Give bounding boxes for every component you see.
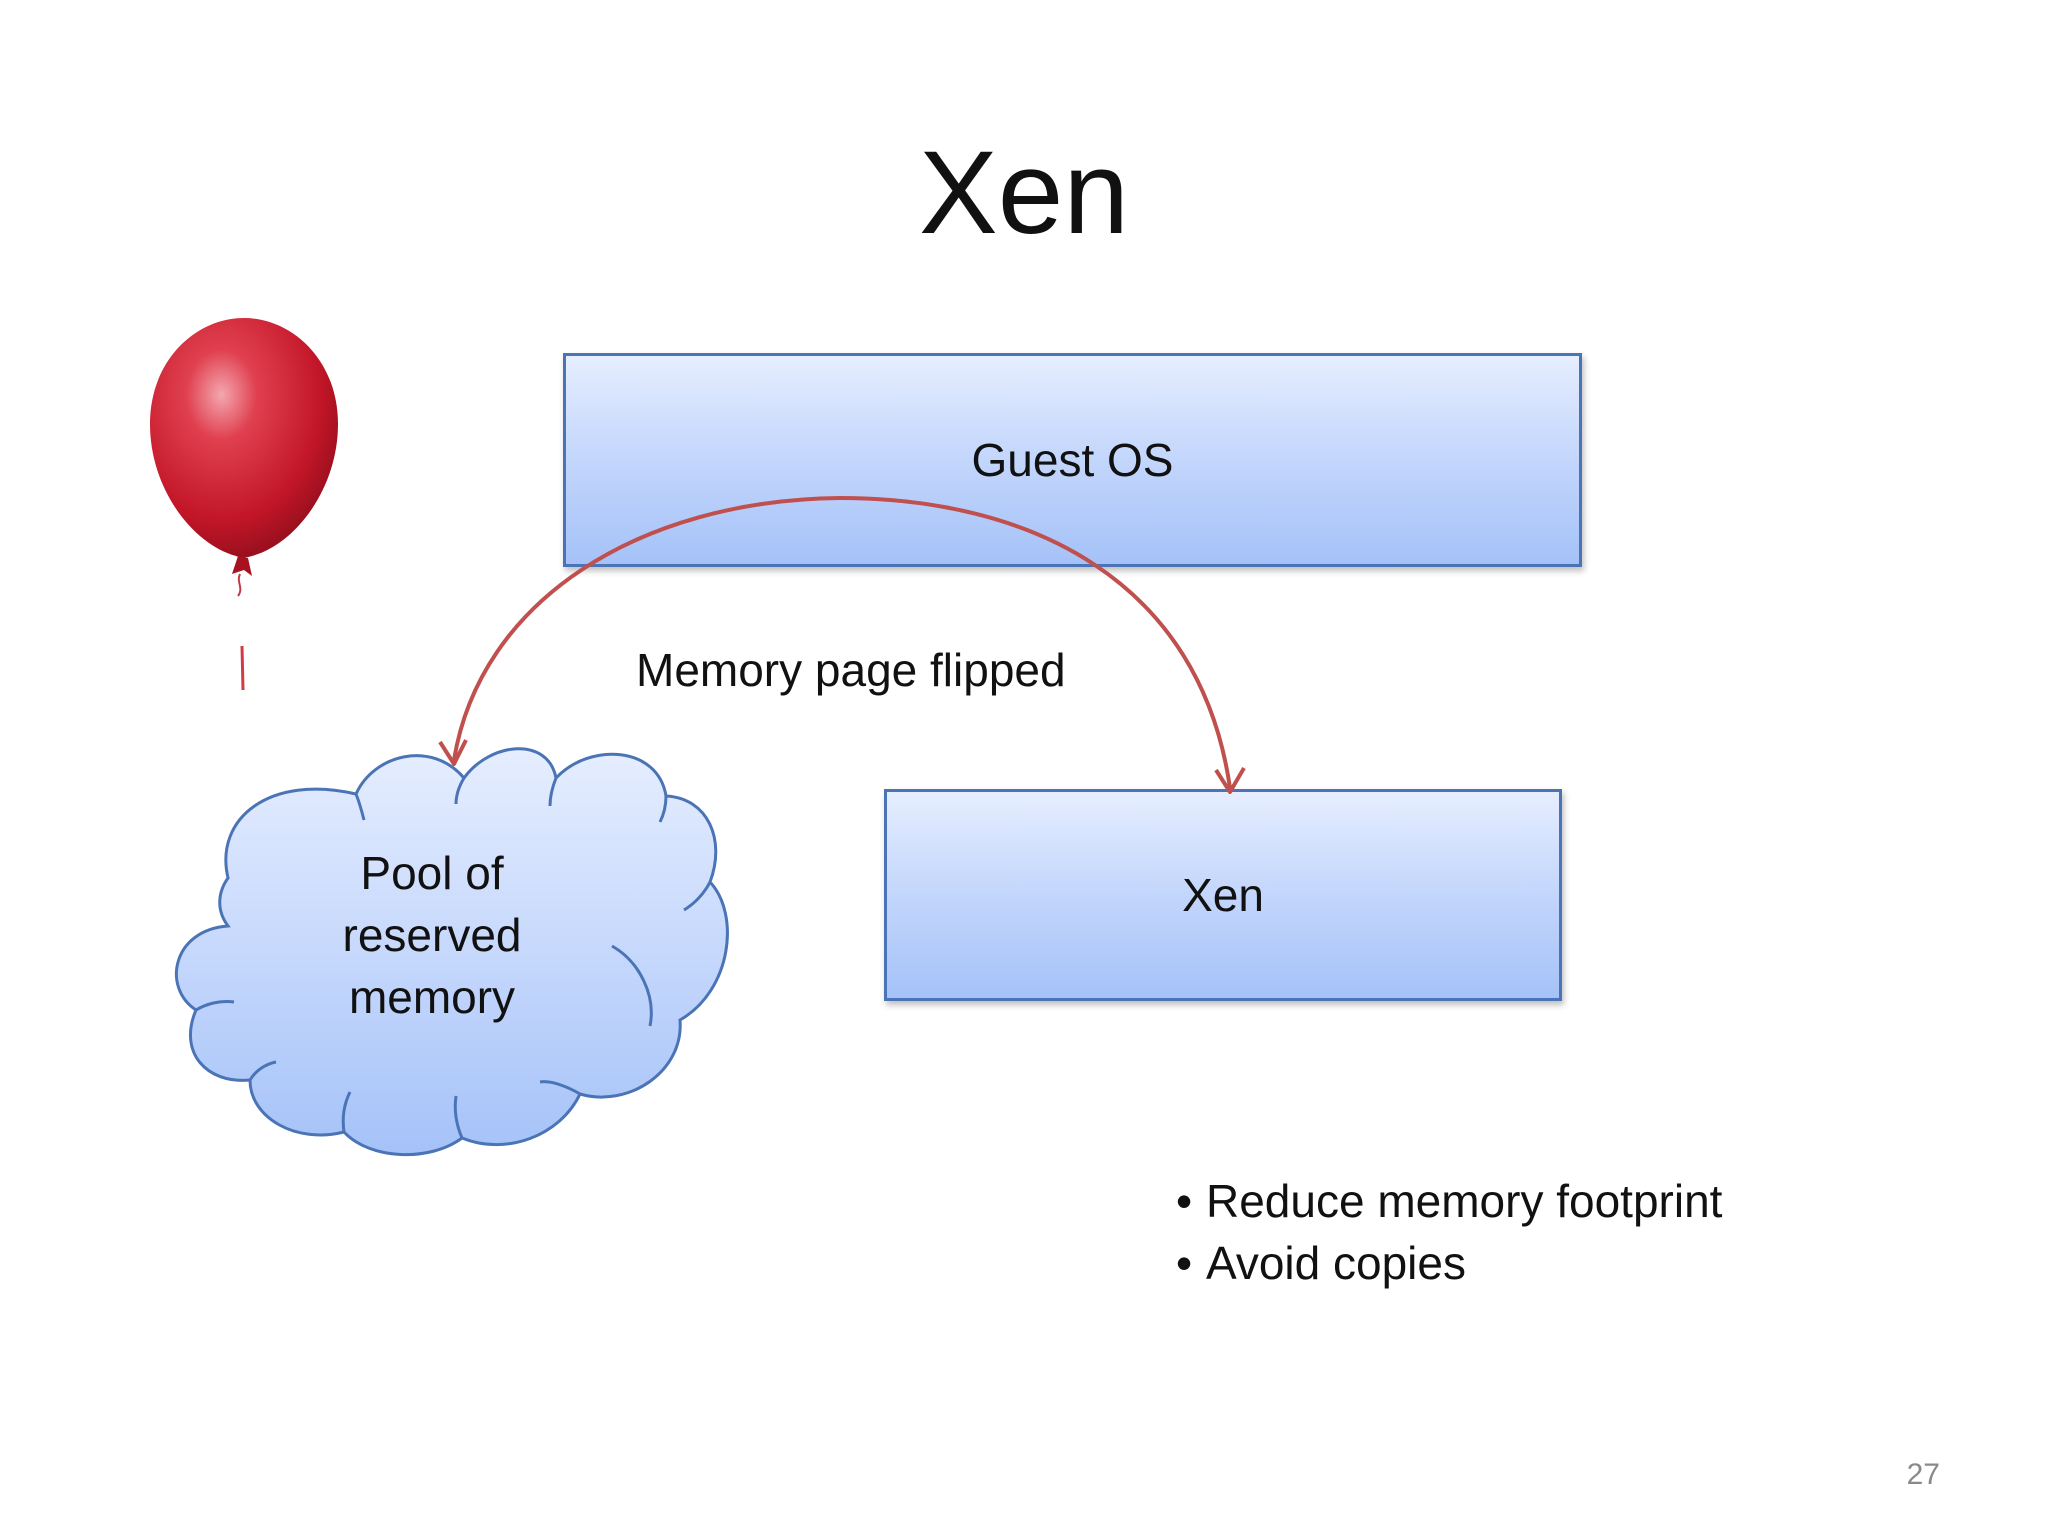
- bullet-text: Reduce memory footprint: [1206, 1175, 1723, 1227]
- cloud-label-line: Pool of: [360, 847, 504, 899]
- arrowhead-right: [1214, 766, 1246, 794]
- slide-title: Xen: [919, 127, 1129, 259]
- cloud-label: Pool of reserved memory: [292, 842, 572, 1028]
- bullet-text: Avoid copies: [1206, 1237, 1466, 1289]
- cloud-label-line: reserved: [342, 909, 522, 961]
- bullet-item: •Reduce memory footprint: [1176, 1175, 1723, 1227]
- guest-os-box: Guest OS: [563, 353, 1582, 567]
- arrowhead-left: [438, 739, 468, 766]
- flip-label: Memory page flipped: [636, 644, 1066, 696]
- cloud-label-line: memory: [348, 971, 516, 1023]
- guest-os-label: Guest OS: [971, 434, 1174, 486]
- page-number: 27: [1906, 1458, 1940, 1491]
- bullet-item: •Avoid copies: [1176, 1237, 1466, 1289]
- xen-box-label: Xen: [1182, 869, 1264, 921]
- xen-box: Xen: [884, 789, 1562, 1001]
- bullet-list: •Reduce memory footprint •Avoid copies: [1176, 1170, 1722, 1294]
